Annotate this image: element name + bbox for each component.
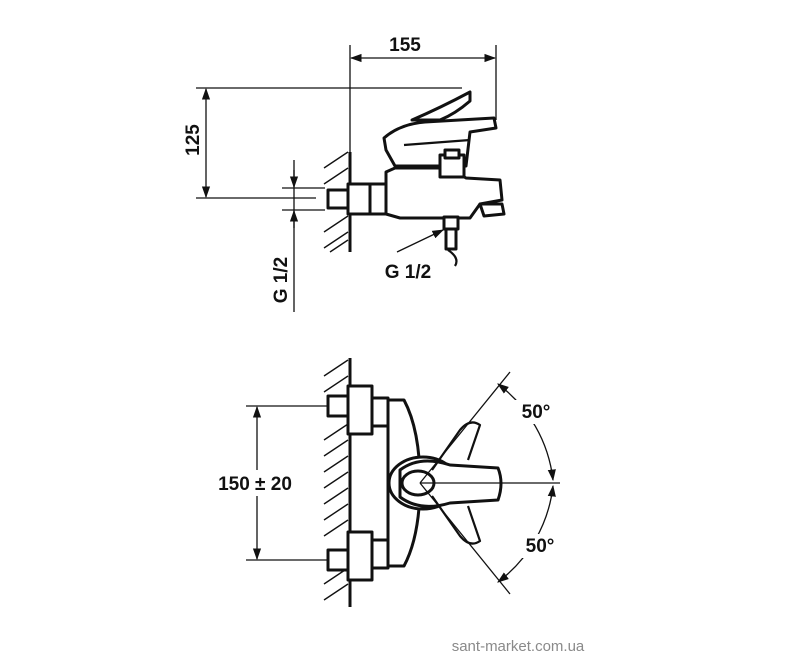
lower-angle-label: 50° [526, 536, 555, 557]
width-dimension-label: 155 [389, 35, 421, 56]
spacing-dimension-label: 150 ± 20 [218, 474, 292, 495]
hose-outlet: G 1/2 [385, 215, 460, 283]
upper-angle-label: 50° [522, 402, 551, 423]
lever-rotation-outlines [431, 421, 482, 545]
hose-thread-label: G 1/2 [385, 262, 431, 283]
spacing-dimension: 150 ± 20 [198, 405, 330, 561]
height-dimension-label: 125 [183, 124, 204, 156]
front-view: 150 ± 20 [198, 358, 564, 607]
inlet-thread-label: G 1/2 [271, 257, 292, 303]
mixer-side-body [326, 90, 506, 220]
height-dimension: 125 [183, 87, 462, 199]
side-view: 155 125 G 1/2 [183, 35, 506, 312]
watermark-text: sant-market.com.ua [452, 638, 585, 655]
width-dimension: 155 [349, 35, 497, 152]
lever-angle-dimension: 50° 50° [419, 371, 564, 595]
front-connectors [326, 384, 390, 582]
inlet-thread-dimension: G 1/2 [271, 160, 325, 312]
